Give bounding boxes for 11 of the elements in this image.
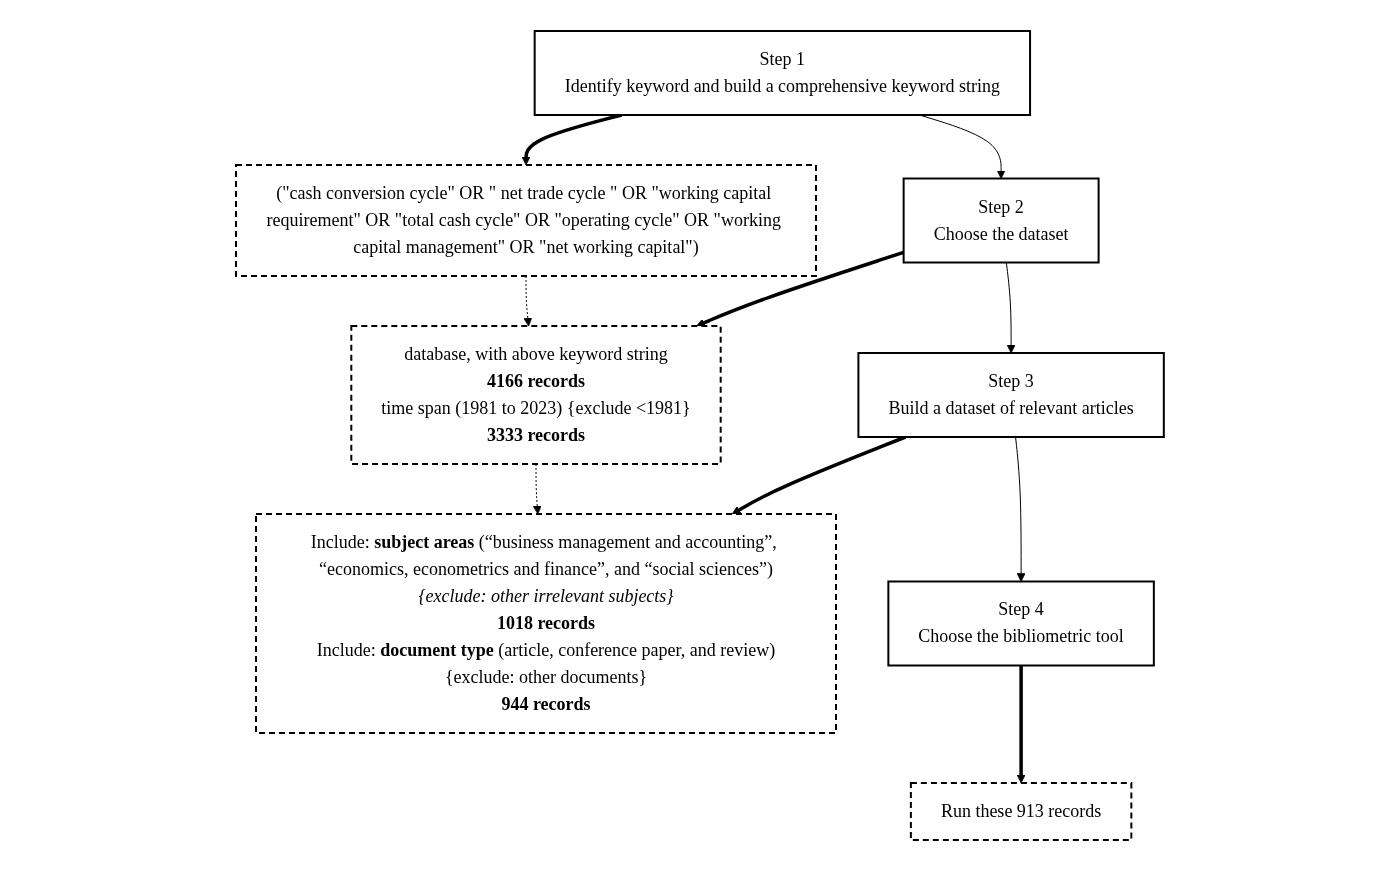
node-box: Step 4 Choose the bibliometric tool <box>887 580 1155 667</box>
node-box: Step 1 Identify keyword and build a comprehensive keyword string <box>533 30 1032 116</box>
node-box: database, with above keyword string 4166 records time span (1981 to 2023) {exclude <1981} 3333 records <box>350 325 722 465</box>
arrow <box>1005 262 1016 354</box>
node-box: Step 2 Choose the dataset <box>902 177 1100 264</box>
node-box: Step 3 Build a dataset of relevant articles <box>857 352 1165 438</box>
arrow <box>1016 665 1026 784</box>
arrow <box>1015 436 1026 582</box>
node-box: Run these 913 records <box>909 782 1133 841</box>
node-box: Include: subject areas (“business management and accounting”, “economics, econometrics and finance”, and “social sciences”) {exclude: other irrelevant subjects} 1018 records Include: document type (article, conference paper, and review) {exclude: other documents} 944 records <box>255 513 838 734</box>
node-box: ("cash conversion cycle" OR " net trade cycle " OR "working capital requirement" OR "total cash cycle" OR "operating cycle" OR "working capital management" OR "net working capital") <box>235 164 818 277</box>
